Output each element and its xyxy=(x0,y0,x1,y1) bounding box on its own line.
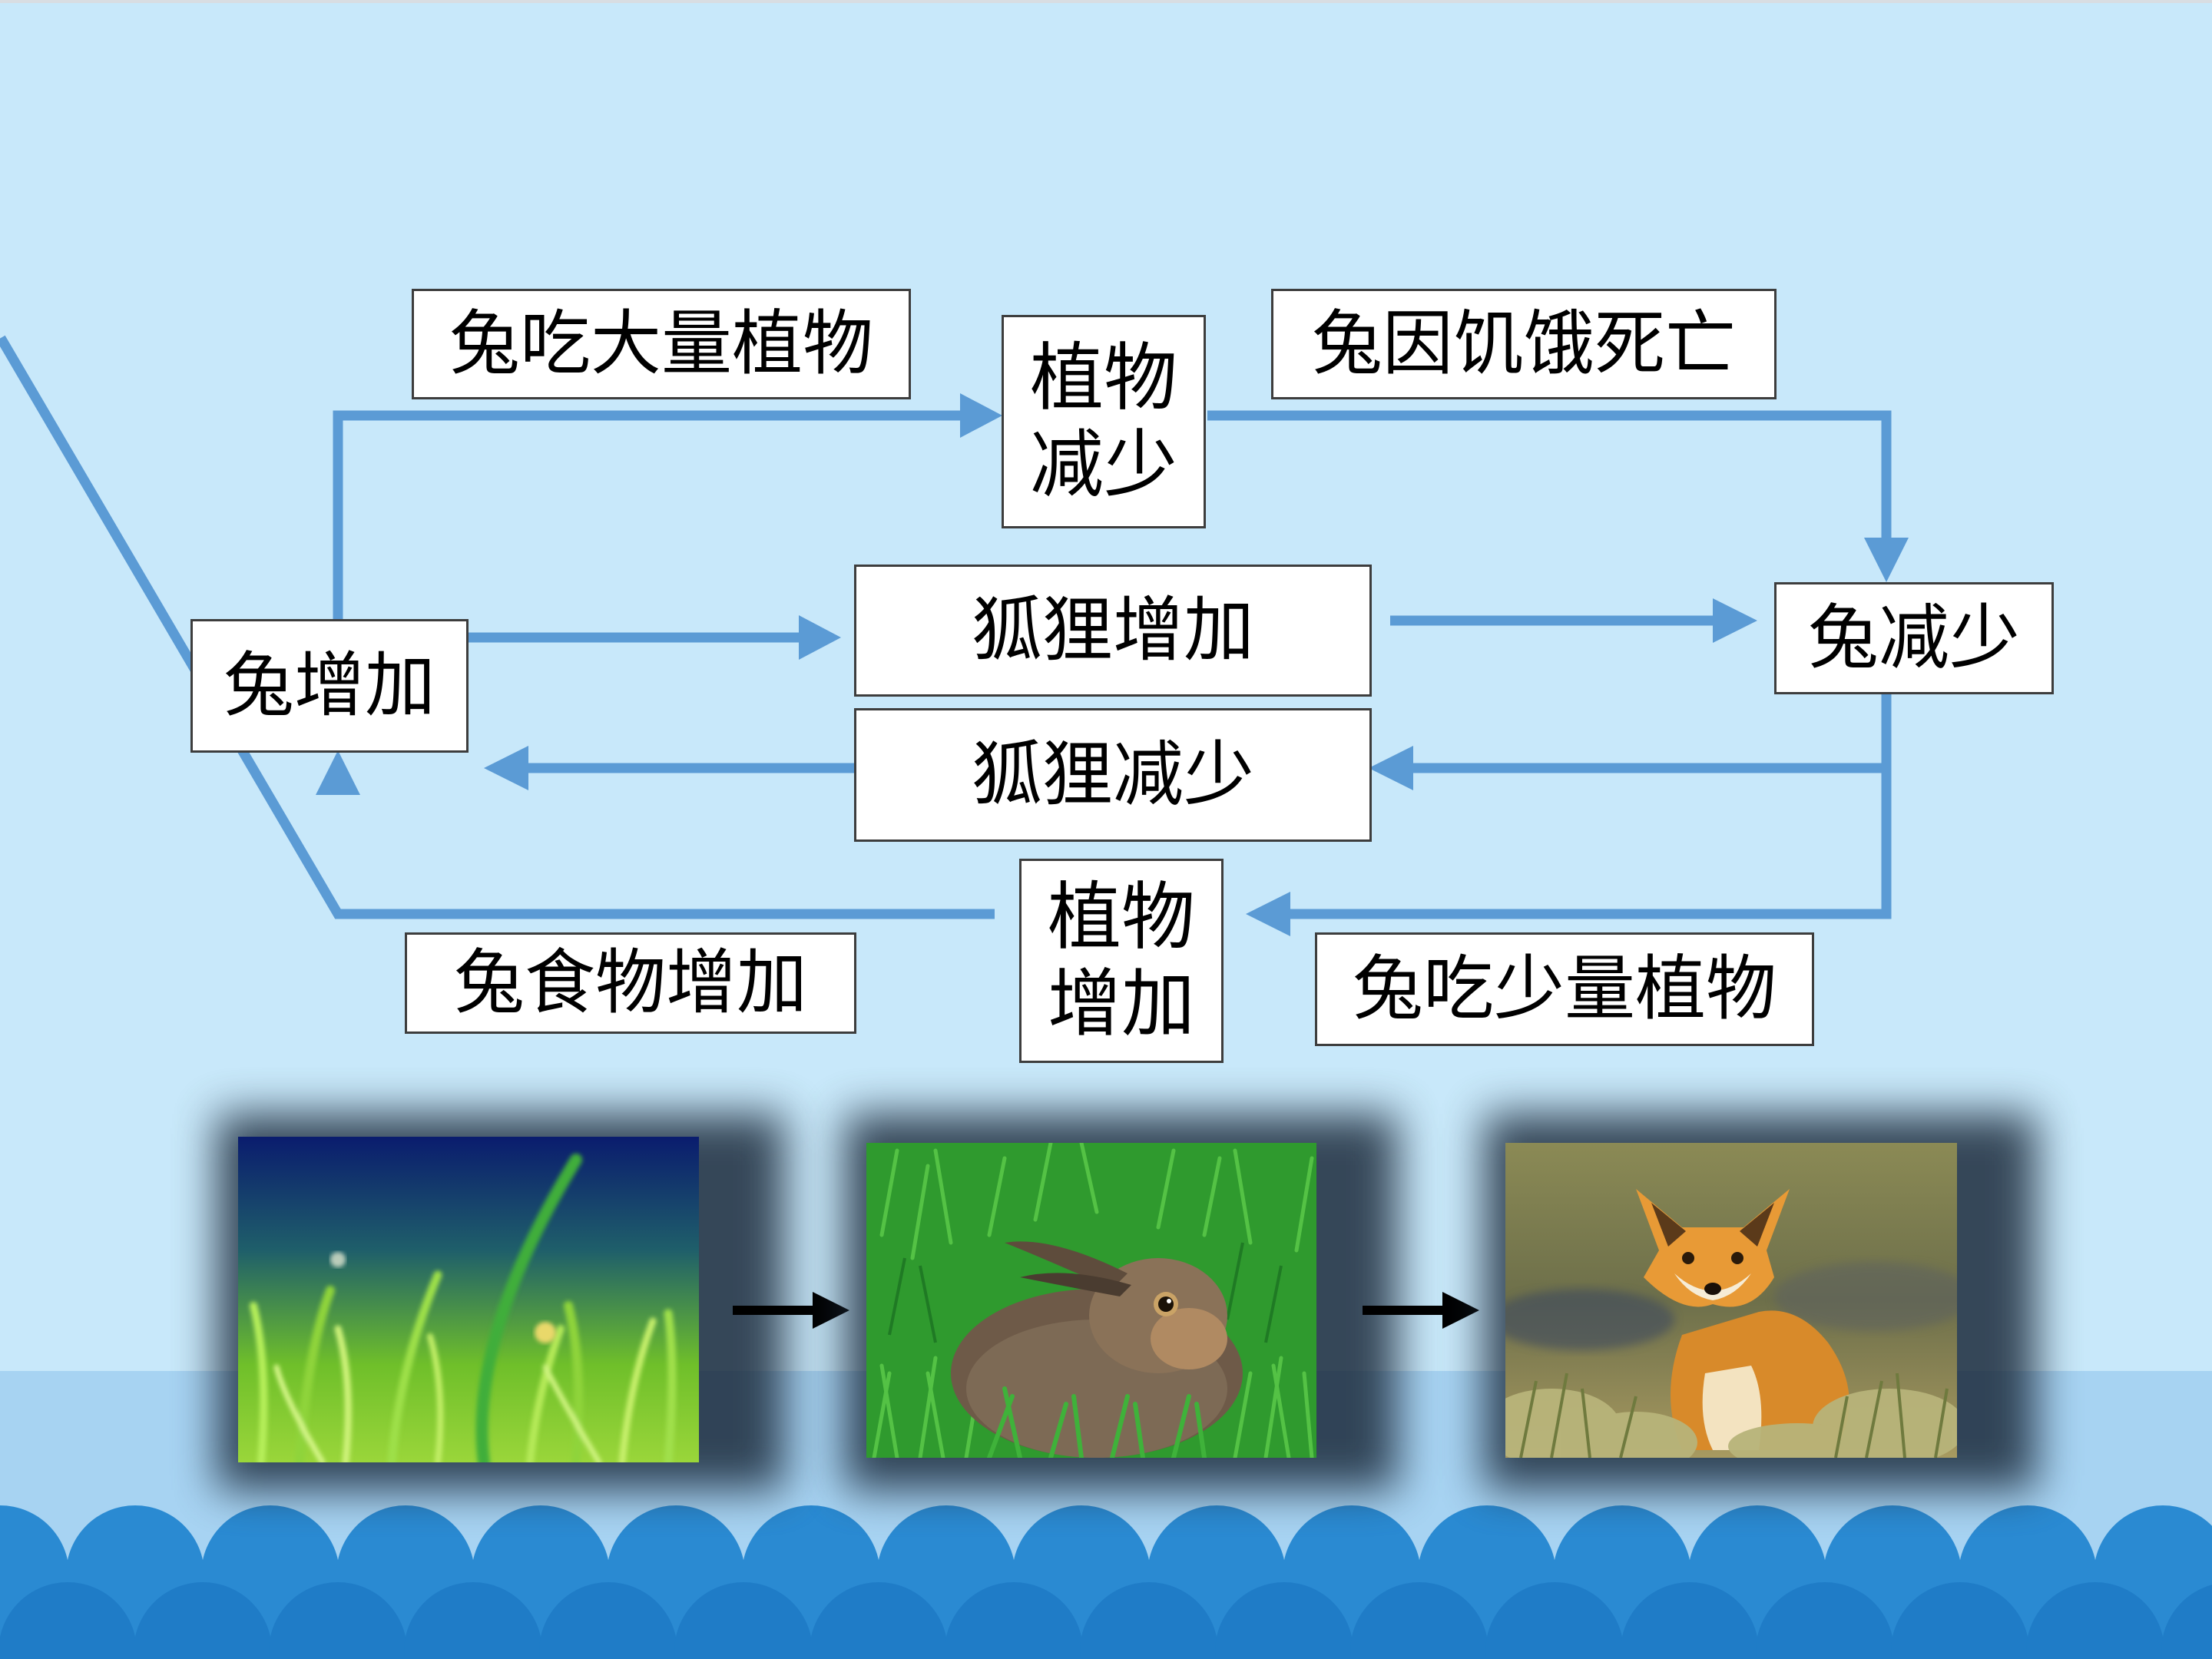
arrow-to-fox-decrease xyxy=(1413,691,1886,768)
grass-photo-frame xyxy=(201,1106,785,1490)
label-rabbit-starve: 兔因饥饿死亡 xyxy=(1271,289,1777,399)
hare-photo-frame xyxy=(830,1106,1398,1490)
node-rabbit-decrease: 兔减少 xyxy=(1774,582,2054,694)
arrow-plants-increase-to-rabbit xyxy=(1,338,995,914)
node-plants-increase-line1: 植物 xyxy=(1048,874,1195,961)
node-plants-increase: 植物 增加 xyxy=(1019,859,1224,1063)
chain-arrow-hare-to-fox xyxy=(1359,1287,1482,1333)
node-plants-increase-line2: 增加 xyxy=(1048,961,1195,1048)
fox-photo-frame xyxy=(1469,1106,2037,1490)
fox-photo xyxy=(1505,1143,1957,1458)
node-plants-decrease: 植物 减少 xyxy=(1002,315,1206,528)
arrow-to-rabbit-decrease xyxy=(1207,416,1886,538)
node-fox-decrease: 狐狸减少 xyxy=(854,708,1372,842)
node-rabbit-increase: 兔增加 xyxy=(190,619,469,753)
label-rabbit-eats-much: 兔吃大量植物 xyxy=(412,289,911,399)
label-rabbit-eats-little: 兔吃少量植物 xyxy=(1315,932,1814,1046)
wave-decoration xyxy=(0,1490,2212,1659)
arrow-to-plants-increase xyxy=(1290,768,1886,914)
grass-photo xyxy=(238,1137,699,1462)
node-fox-increase: 狐狸增加 xyxy=(854,565,1372,697)
hare-photo xyxy=(866,1143,1316,1458)
label-rabbit-food-increase: 兔食物增加 xyxy=(405,932,856,1034)
node-plants-decrease-line1: 植物 xyxy=(1030,335,1177,422)
node-plants-decrease-line2: 减少 xyxy=(1030,422,1177,508)
